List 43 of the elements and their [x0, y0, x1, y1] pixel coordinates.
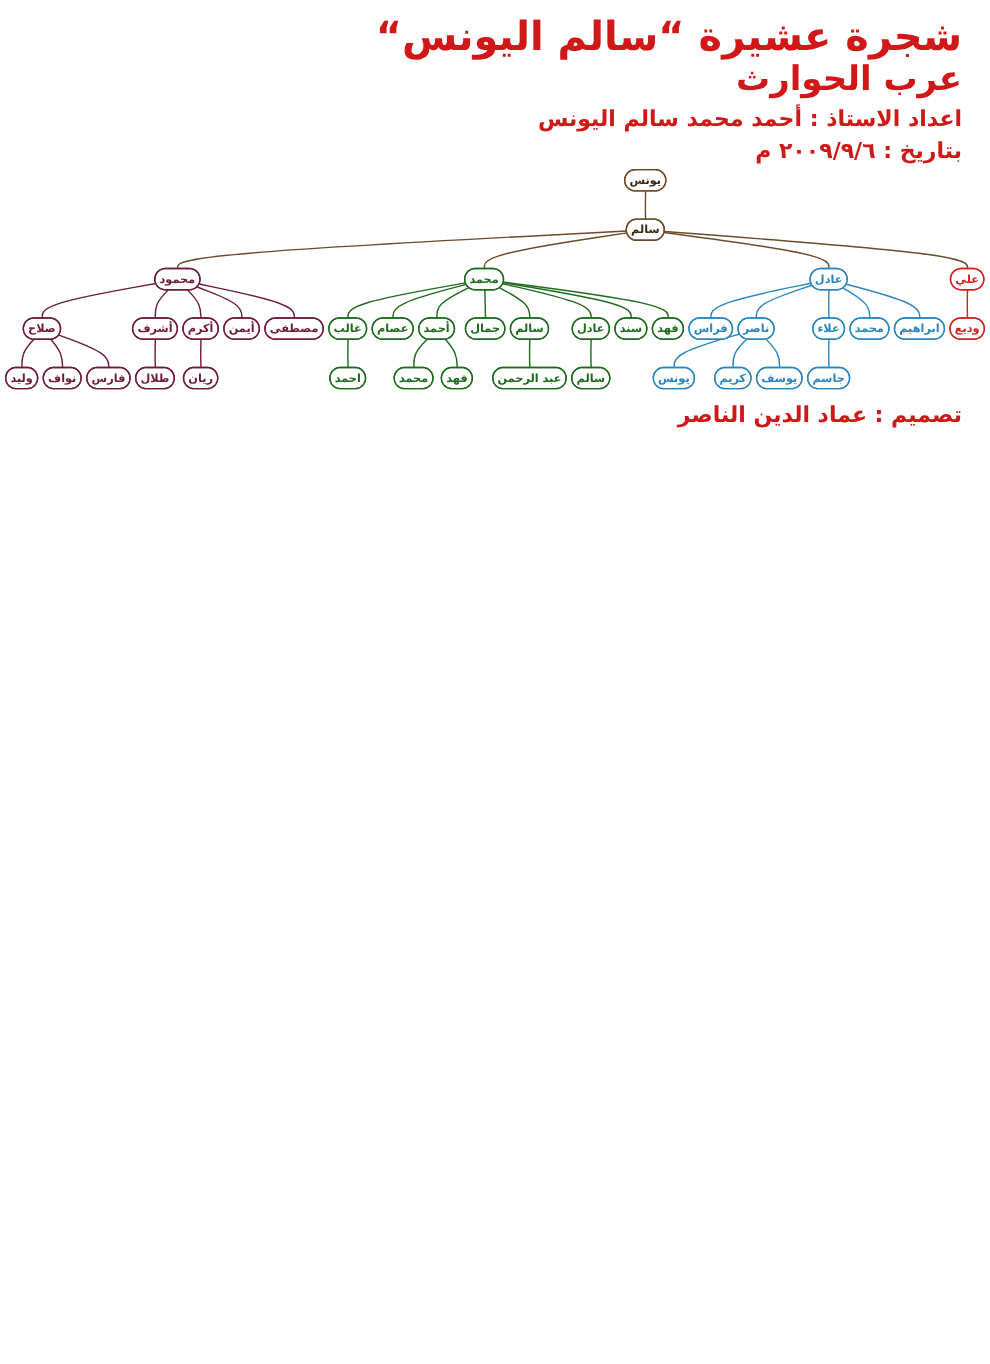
connector [436, 286, 470, 320]
connector [966, 289, 969, 320]
connector [21, 338, 35, 369]
connector [196, 286, 243, 320]
connector [663, 230, 969, 270]
connector [200, 338, 202, 369]
connector [502, 281, 669, 320]
connector [154, 289, 169, 320]
connector [483, 232, 628, 270]
connector [765, 338, 781, 369]
connector [484, 289, 487, 320]
connector [154, 338, 157, 369]
connector [502, 281, 632, 320]
connector [198, 283, 296, 320]
caption: تصميم : عماد الدين الناصر [674, 400, 964, 433]
connector [644, 190, 647, 221]
connector [828, 289, 830, 320]
connector [499, 287, 531, 320]
connector [528, 338, 531, 369]
connector [755, 284, 813, 320]
connector [176, 230, 628, 270]
connector [673, 333, 741, 369]
connector [41, 282, 157, 320]
connector [50, 338, 64, 369]
connector [347, 338, 349, 369]
connector [663, 231, 830, 270]
connector [392, 283, 467, 320]
connector [732, 338, 748, 369]
note-text: اعداد الاستاذ : أحمد محمد سالم اليونس [535, 106, 962, 132]
subtitle: عرب الحوارث [733, 60, 962, 100]
connector [710, 282, 812, 320]
connector [590, 338, 592, 369]
connector [444, 338, 458, 369]
connector [502, 283, 592, 320]
connector [347, 282, 467, 320]
connector [413, 338, 429, 369]
note-text: بتاريخ : ٢٠٠٩/٩/٦ م [753, 138, 962, 164]
connector [845, 283, 921, 320]
connector [828, 338, 830, 369]
connector [842, 287, 871, 320]
connector [187, 289, 202, 320]
title: شجرة عشيرة “سالم اليونس“ [373, 12, 962, 60]
connector [58, 334, 110, 369]
